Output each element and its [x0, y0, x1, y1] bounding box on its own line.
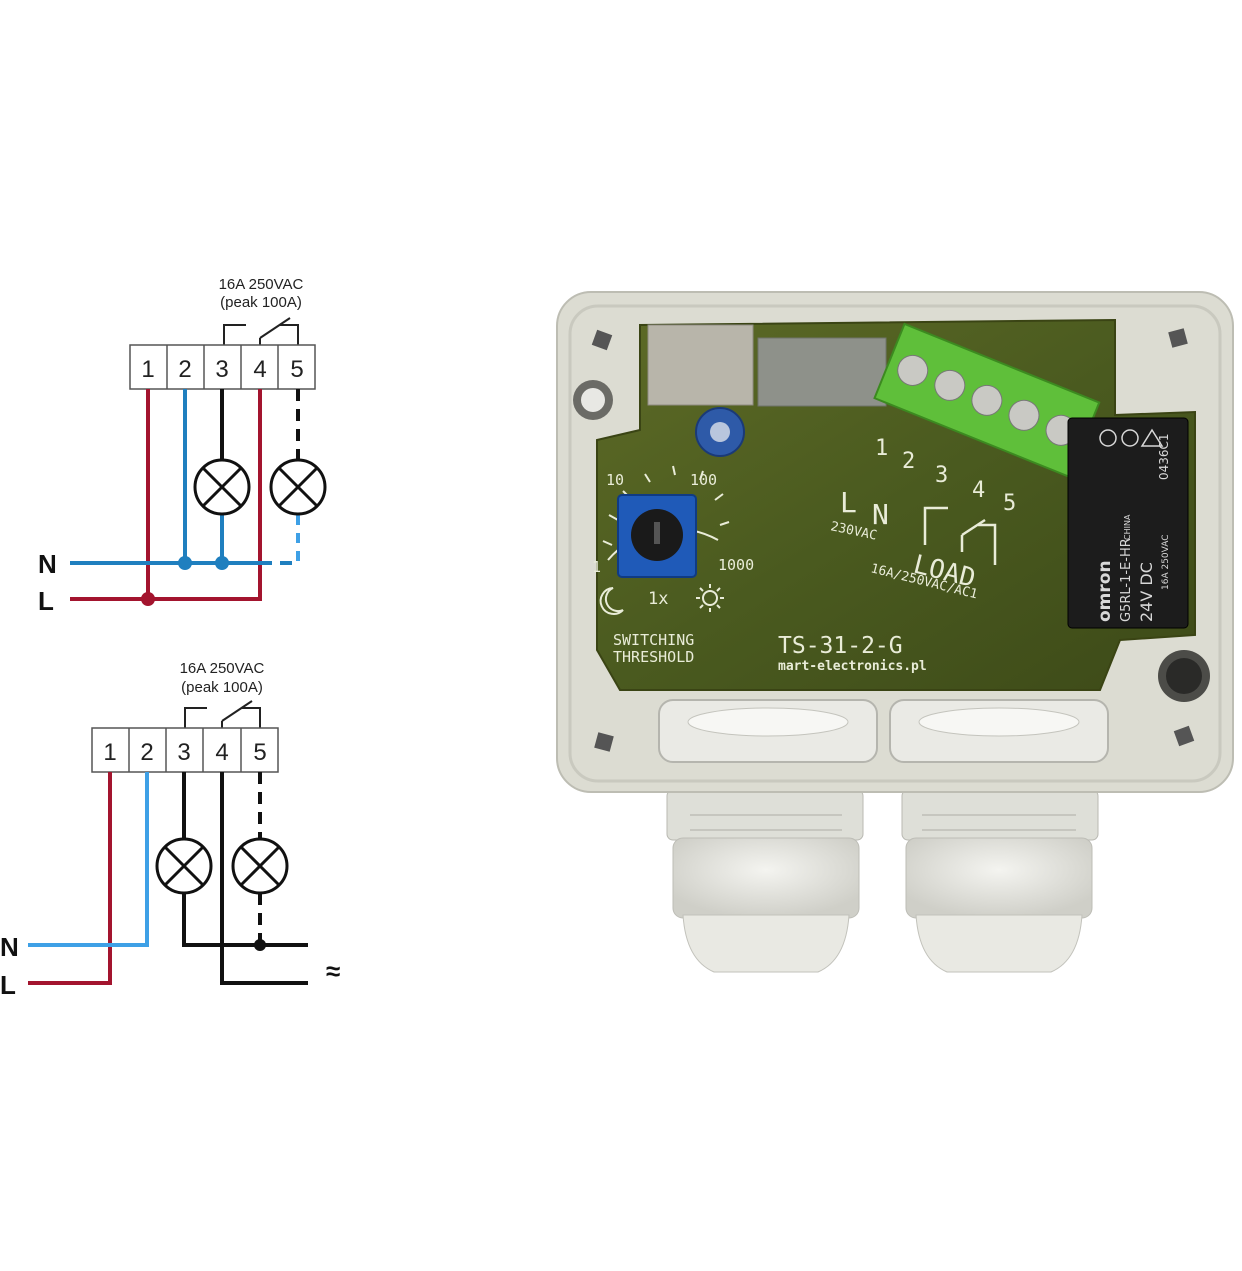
bottom-wires — [28, 772, 308, 985]
threshold-dial — [602, 465, 730, 578]
pcb-label-l: L — [840, 486, 857, 519]
top-terminal-2: 2 — [178, 356, 191, 383]
top-l-label: L — [38, 586, 54, 616]
bottom-terminal-1: 1 — [103, 739, 116, 766]
top-terminal-4: 4 — [253, 356, 266, 383]
gland-nut-left — [658, 699, 878, 763]
sun-icon — [696, 584, 724, 612]
pcb-label-n: N — [872, 498, 889, 531]
pcb-relay-symbol — [923, 506, 997, 565]
pcb-terminal-2: 2 — [902, 449, 915, 474]
top-n-junction-1 — [178, 556, 192, 570]
transformer-block — [757, 337, 887, 407]
top-lamp-icon-1 — [193, 458, 251, 516]
pot-tick-1: 1 — [592, 558, 601, 576]
corner-hole-icon — [591, 329, 613, 351]
pot-tick-100: 100 — [690, 471, 717, 489]
top-wiring-diagram: 16A 250VAC (peak 100A) 1 2 3 4 5 — [38, 276, 327, 616]
top-n-junction-2 — [215, 556, 229, 570]
moon-icon — [599, 587, 624, 615]
sensor-window — [647, 324, 754, 406]
pcb-terminal-3: 3 — [935, 463, 948, 488]
bottom-peak-label: (peak 100A) — [181, 679, 263, 696]
top-peak-label: (peak 100A) — [220, 294, 302, 311]
vde-mark-icon — [1140, 428, 1164, 447]
relay-origin: CHINA — [1123, 514, 1132, 540]
bottom-terminal-2: 2 — [140, 739, 153, 766]
bottom-relay-contact-symbol — [184, 700, 261, 728]
top-terminal-block: 1 2 3 4 5 — [129, 344, 316, 390]
top-terminal-3: 3 — [215, 356, 228, 383]
website-label: mart-electronics.pl — [778, 659, 927, 674]
ac-source-icon: ≈ — [326, 956, 340, 986]
bottom-l-label: L — [0, 970, 16, 1000]
bottom-rating-label: 16A 250VAC — [180, 660, 265, 677]
bottom-terminal-3: 3 — [177, 739, 190, 766]
top-terminal-1: 1 — [141, 356, 154, 383]
cert-mark-icon — [1121, 429, 1139, 447]
bottom-n-label: N — [0, 932, 19, 962]
pcb-terminal-1: 1 — [875, 436, 888, 461]
top-terminal-5: 5 — [290, 356, 303, 383]
top-lamp-icon-2 — [269, 458, 327, 516]
relay-brand: omron — [1095, 560, 1115, 622]
relay-model: G5RL-1-E-HR — [1119, 538, 1134, 622]
relay-code: 0436C1 — [1157, 433, 1171, 480]
top-relay-contact-symbol — [223, 317, 299, 345]
pot-tick-10: 10 — [606, 471, 624, 489]
bottom-terminal-5: 5 — [253, 739, 266, 766]
corner-hole-icon — [1173, 725, 1195, 747]
top-wires — [70, 389, 300, 601]
bottom-lamp-icon-2 — [231, 837, 289, 895]
top-rating-label: 16A 250VAC — [219, 276, 304, 293]
top-l-junction — [141, 592, 155, 606]
pcb-terminal-4: 4 — [972, 478, 985, 503]
relay-coil: 24V DC — [1137, 562, 1156, 622]
pcb-terminal-5: 5 — [1003, 491, 1016, 516]
cable-gland-right — [901, 789, 1099, 973]
model-label: TS-31-2-G — [778, 633, 903, 659]
pot-multiplier: 1x — [648, 589, 668, 609]
bottom-lamp-icon-1 — [155, 837, 213, 895]
device-illustration: 1 2 3 4 5 L N 230VAC LOAD 16A/250VAC/AC1 — [556, 291, 1234, 973]
bottom-junction — [254, 939, 266, 951]
relay-rating: 16A 250VAC — [1161, 534, 1171, 590]
pot-tick-1000: 1000 — [718, 556, 754, 574]
bottom-terminal-block: 1 2 3 4 5 — [91, 727, 279, 773]
corner-hole-icon — [594, 732, 614, 752]
threshold-label-line1: SWITCHING — [613, 631, 694, 649]
cable-gland-left — [666, 789, 864, 973]
top-n-label: N — [38, 549, 57, 579]
threshold-label-line2: THRESHOLD — [613, 648, 694, 666]
gland-nut-right — [889, 699, 1109, 763]
ul-mark-icon — [1099, 429, 1117, 447]
bottom-wiring-diagram: 16A 250VAC (peak 100A) 1 2 3 4 5 — [0, 660, 340, 1000]
bottom-terminal-4: 4 — [215, 739, 228, 766]
relay-component: omron G5RL-1-E-HR 24V DC 16A 250VAC CHIN… — [1067, 417, 1189, 629]
corner-hole-icon — [1168, 328, 1188, 348]
